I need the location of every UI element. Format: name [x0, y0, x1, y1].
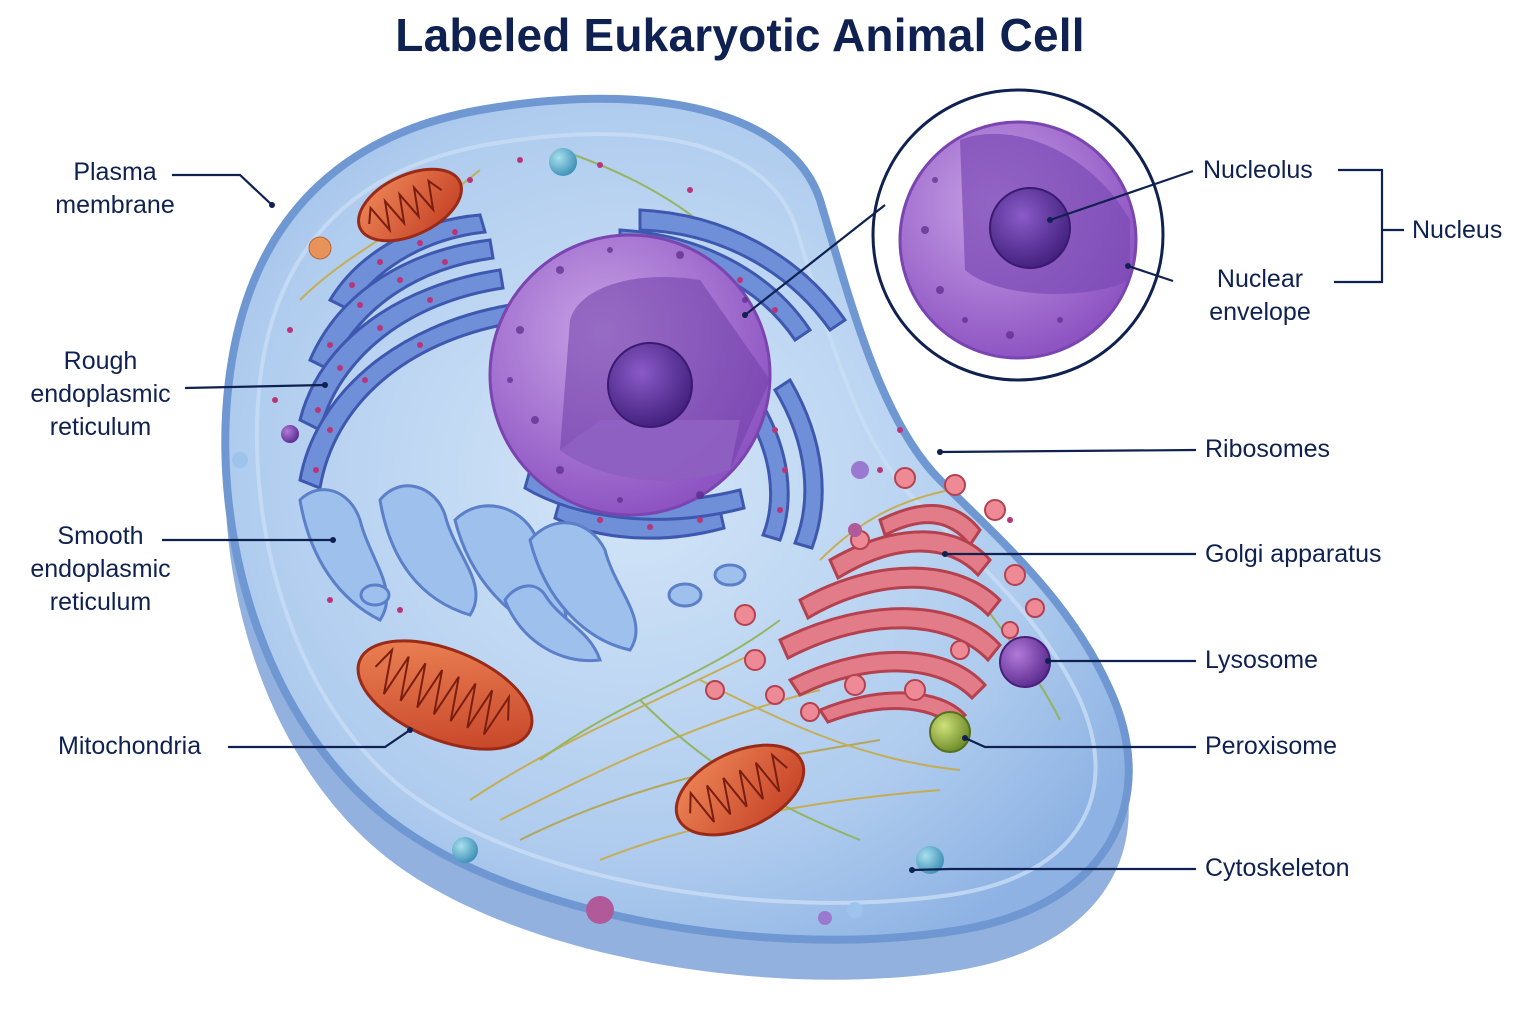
ribosome-dots	[272, 157, 1013, 613]
label-peroxisome: Peroxisome	[1205, 732, 1337, 760]
label-nucleus: Nucleus	[1412, 216, 1503, 244]
label-lysosome: Lysosome	[1205, 646, 1319, 674]
diagram-title: Labeled Eukaryotic Animal Cell	[395, 9, 1085, 61]
golgi-vesicles	[705, 467, 1045, 722]
label-nuclear-envelope: Nuclear envelope	[1209, 265, 1311, 326]
label-plasma-membrane: Plasma membrane	[55, 158, 175, 219]
mitochondrion-bottom	[674, 743, 806, 837]
label-golgi-apparatus: Golgi apparatus	[1205, 540, 1382, 568]
label-nucleolus: Nucleolus	[1203, 156, 1313, 184]
peroxisome	[929, 711, 971, 753]
mitochondrion-top	[357, 167, 463, 243]
mitochondrion-left	[356, 639, 534, 751]
golgi-apparatus	[778, 504, 1003, 729]
vesicles	[232, 148, 944, 925]
label-ribosomes: Ribosomes	[1205, 435, 1331, 463]
label-smooth-er: Smooth endoplasmic reticulum	[30, 522, 171, 616]
inner-membrane-rim	[255, 132, 1098, 905]
nucleus-inset	[871, 88, 1165, 382]
label-rough-er: Rough endoplasmic reticulum	[30, 347, 171, 441]
label-mitochondria: Mitochondria	[58, 732, 202, 760]
smooth-er	[298, 484, 747, 663]
lysosome	[999, 636, 1051, 688]
nucleus	[488, 233, 772, 517]
label-cytoskeleton: Cytoskeleton	[1205, 854, 1350, 882]
